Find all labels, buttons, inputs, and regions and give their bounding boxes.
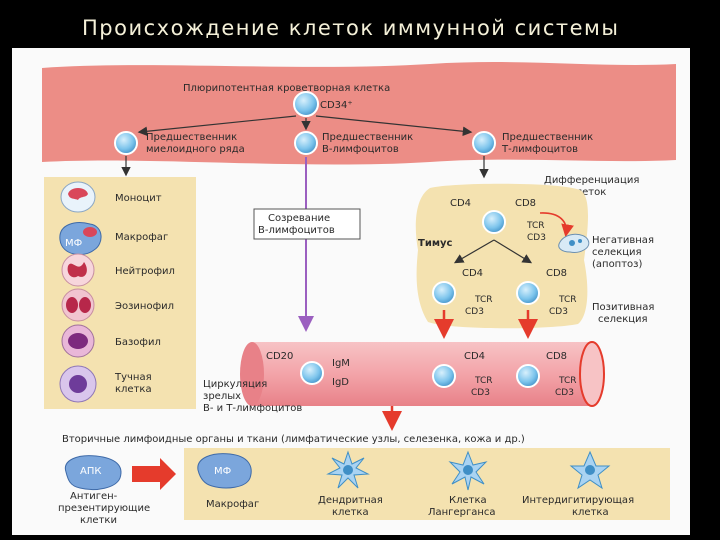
- neutrophil-cell: [61, 253, 95, 287]
- macrophage-bottom-badge: МФ: [214, 466, 232, 477]
- blood-tcr-left: TCR: [474, 376, 493, 386]
- thymus-cd4-top: CD4: [450, 198, 471, 209]
- macrophage-badge: МФ: [65, 238, 83, 249]
- b-maturation-label-2: В-лимфоцитов: [258, 225, 335, 236]
- pos-selection-label-2: селекция: [598, 314, 648, 325]
- blood-cd8-label: CD8: [546, 351, 567, 362]
- neg-selection-label-2: селекция: [592, 247, 642, 258]
- apc-label-1: Антиген-: [70, 491, 118, 502]
- cd20-label: CD20: [266, 351, 293, 362]
- neutrophil-label: Нейтрофил: [115, 266, 175, 277]
- eosinophil-cell: [61, 288, 95, 322]
- b-maturation-box: [253, 208, 361, 240]
- monocyte-cell: [60, 181, 96, 213]
- dendritic-label-2: клетка: [332, 507, 369, 518]
- dendritic-cell: [326, 450, 370, 489]
- circulation-label-3: В- и Т-лимфоцитов: [203, 403, 302, 414]
- igd-label: IgD: [332, 377, 349, 388]
- circulation-label-1: Циркуляция: [203, 379, 267, 390]
- interdigitating-label-2: клетка: [572, 507, 609, 518]
- apc-label-3: клетки: [80, 515, 117, 526]
- b-cell-circulating: [300, 361, 324, 385]
- secondary-organs-label: Вторичные лимфоидные органы и ткани (лим…: [62, 434, 525, 445]
- b-progenitor: [294, 131, 318, 155]
- myeloid-progenitor-label-2: миелоидного ряда: [146, 144, 245, 155]
- monocyte-label: Моноцит: [115, 193, 162, 204]
- blood-cd4-label: CD4: [464, 351, 485, 362]
- cd8-cell-thymus: [516, 281, 540, 305]
- pos-selection-label-1: Позитивная: [592, 302, 654, 313]
- t-progenitor: [472, 131, 496, 155]
- interdigitating-label-1: Интердигитирующая: [522, 495, 634, 506]
- neg-selection-label-3: (апоптоз): [592, 259, 642, 270]
- negative-selection-arrow: [539, 212, 574, 238]
- arrow-to-cd4: [453, 239, 495, 264]
- stem-cell-label: Плюрипотентная кроветворная клетка: [183, 83, 390, 94]
- myeloid-progenitor-label-1: Предшественник: [146, 132, 237, 143]
- thymus-tcr-top: TCR: [526, 221, 545, 231]
- basophil-label: Базофил: [115, 337, 161, 348]
- thymus-cd8-top: CD8: [515, 198, 536, 209]
- arrow-to-myeloid: [137, 115, 297, 137]
- bone-marrow-band: [42, 62, 676, 165]
- arrow-to-cd8: [493, 239, 533, 264]
- b-progenitor-label-1: Предшественник: [322, 132, 413, 143]
- blood-tcr-right: TCR: [558, 376, 577, 386]
- myeloid-progenitor: [114, 131, 138, 155]
- thymus-shape: [415, 183, 588, 329]
- thymus-tcr-left: TCR: [474, 295, 493, 305]
- macrophage-label: Макрофаг: [115, 232, 168, 243]
- b-maturation-label-1: Созревание: [268, 213, 330, 224]
- blood-cd3-right: CD3: [555, 388, 574, 398]
- langerhans-label-2: Лангерганса: [428, 507, 496, 518]
- thymus-cd3-left: CD3: [465, 307, 484, 317]
- t-diff-label-1: Дифференциация: [544, 175, 639, 186]
- langerhans-cell: [448, 450, 488, 491]
- macrophage-bottom-label: Макрофаг: [206, 499, 259, 510]
- apc-cell: АПК: [64, 455, 122, 491]
- t-progenitor-label-2: Т-лимфоцитов: [501, 144, 578, 155]
- apc-badge: АПК: [80, 466, 101, 477]
- dendritic-label-1: Дендритная: [318, 495, 383, 506]
- langerhans-label-1: Клетка: [449, 495, 487, 506]
- basophil-cell: [61, 324, 95, 358]
- stem-cell: [293, 91, 319, 117]
- thymus-tcr-right: TCR: [558, 295, 577, 305]
- thymus-cd4-bottom: CD4: [462, 268, 483, 279]
- mast-cell: [59, 365, 97, 403]
- t-progenitor-label-1: Предшественник: [502, 132, 593, 143]
- mast-cell-label-1: Тучная: [114, 372, 152, 383]
- blood-cd3-left: CD3: [471, 388, 490, 398]
- apc-arrow: [132, 458, 176, 490]
- thymus-label: Тимус: [418, 238, 453, 249]
- thymus-cd3-top: CD3: [527, 233, 546, 243]
- eosinophil-label: Эозинофил: [115, 301, 174, 312]
- cd4-cell-thymus: [432, 281, 456, 305]
- igm-label: IgM: [332, 358, 350, 369]
- arrow-to-t: [315, 115, 473, 137]
- thymus-cd8-bottom: CD8: [546, 268, 567, 279]
- mast-cell-label-2: клетка: [115, 384, 152, 395]
- macrophage-bottom: МФ: [197, 453, 252, 489]
- cd8-cell-blood: [516, 364, 540, 388]
- neg-selection-label-1: Негативная: [592, 235, 654, 246]
- interdigitating-cell: [569, 450, 611, 490]
- cd4-cell-blood: [432, 364, 456, 388]
- double-positive-cell: [482, 210, 506, 234]
- macrophage-cell: МФ: [59, 222, 102, 256]
- slide-title: Происхождение клеток иммунной системы: [82, 16, 620, 40]
- circulation-label-2: зрелых: [203, 391, 241, 402]
- stem-cell-marker: CD34⁺: [320, 100, 353, 111]
- apc-label-2: презентирующие: [58, 503, 150, 514]
- apoptotic-cell: [558, 233, 590, 253]
- thymus-cd3-right: CD3: [549, 307, 568, 317]
- b-progenitor-label-2: В-лимфоцитов: [322, 144, 399, 155]
